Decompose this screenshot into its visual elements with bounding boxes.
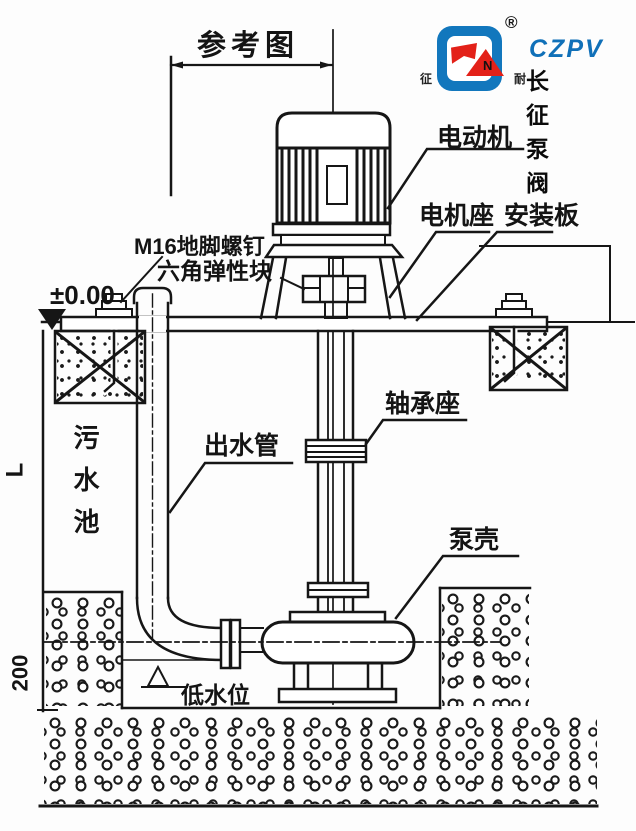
motor-flange-lower [263,243,405,259]
leader-motor-base [388,230,491,299]
lower-collar [306,581,370,599]
coupling-detail [302,275,366,303]
leader-pump-casing [394,554,520,620]
reference-title: 参考图 [197,30,300,62]
label-bearing-seat: 轴承座 [385,390,461,418]
label-dim-L: L [1,462,29,478]
elbow-inner [166,596,224,630]
right-anchor-bolt [495,293,533,386]
leader-bearing-seat [364,418,468,446]
registered-mark: ® [505,13,518,32]
datum-triangle [38,309,66,330]
label-outlet-pipe: 出水管 [204,432,280,460]
leader-elastic-block [279,276,306,291]
left-foundation-block [53,329,147,405]
bearing-seat-collar [304,438,368,464]
logo-acronym: CZPV [529,35,604,63]
leader-plate-right [479,245,611,321]
elbow-outer [135,596,224,662]
left-anchor-bolt [95,293,133,396]
pump-base-legs [292,661,384,691]
leader-motor [386,147,525,210]
elbow-flange-a [219,618,232,670]
logo-brand-name: 长征泵阀 [526,68,549,196]
outlet-pipe-cap [132,286,173,305]
coupling-upper-shaft [328,257,344,277]
dim-arrow-right [320,61,332,69]
logo-char-left: 征 [420,72,433,86]
right-pit-wall-texture [442,590,529,706]
gravel-bed-texture [44,714,597,804]
label-elastic-block: 六角弹性块 [157,258,272,284]
label-anchor-bolt: M16地脚螺钉 [134,234,265,259]
right-foundation-block [488,325,569,392]
motor-flange-upper [271,222,392,237]
leader-mounting-plate [415,230,554,322]
pump-inlet-stub [239,627,264,653]
column-outer [316,329,355,614]
mounting-plate [59,315,549,333]
motor-junction-box [326,165,348,205]
outlet-pipe-walls [135,301,170,600]
label-datum: ±0.00 [50,280,115,310]
water-level-triangle [146,664,170,687]
motor-flange-neck [280,234,386,246]
label-motor: 电动机 [437,124,513,152]
left-pit-wall-texture [46,594,121,706]
motor-cap [275,111,392,150]
label-mounting-plate: 安装板 [504,202,580,230]
logo-char-right: 耐 [514,72,527,86]
coupling-lower-shaft [324,301,348,319]
label-pump-casing: 泵壳 [449,526,500,554]
pump-base-plate [277,687,398,704]
leader-anchor-bolt [119,255,164,304]
elbow-flange-b [229,618,242,670]
label-motor-base: 电机座 [419,202,495,230]
dim-arrow-left [171,61,183,69]
column-inner-shaft [327,330,345,613]
motor-stand-legs [259,256,407,320]
leader-outlet-pipe [168,461,294,514]
logo-emblem-letter: N [483,58,493,73]
label-low-water: 低水位 [181,682,250,708]
label-dim-200: 200 [7,654,33,692]
label-sewage-pool: 污水池 [70,424,100,550]
motor-fins [280,148,387,223]
